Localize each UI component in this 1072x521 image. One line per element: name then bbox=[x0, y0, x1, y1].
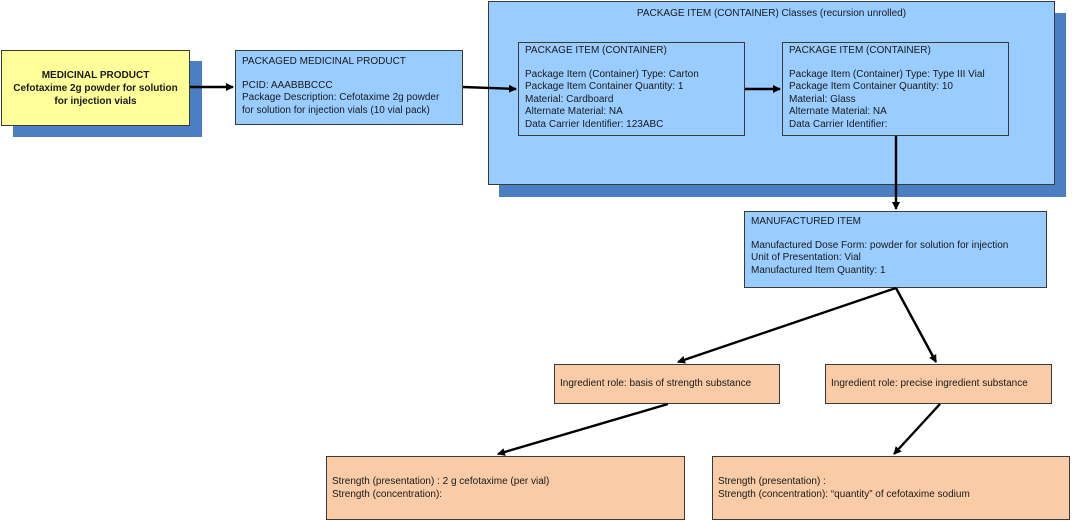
strength-basis-concentration: Strength (concentration): bbox=[332, 488, 443, 500]
package-item-1-material: Material: Cardboard bbox=[525, 93, 614, 105]
ingredient-role-basis-label: Ingredient role: basis of strength subst… bbox=[560, 378, 752, 389]
packaged-product-title: PACKAGED MEDICINAL PRODUCT bbox=[242, 56, 406, 67]
package-item-2-type: Package Item (Container) Type: Type III … bbox=[789, 68, 985, 80]
medicinal-product-title: MEDICINAL PRODUCT bbox=[41, 70, 150, 81]
package-item-1-alt-material: Alternate Material: NA bbox=[525, 106, 623, 117]
package-item-2-alt-material: Alternate Material: NA bbox=[789, 106, 887, 117]
strength-precise-box: Strength (presentation) : Strength (conc… bbox=[712, 456, 1070, 520]
strength-precise-concentration: Strength (concentration): “quantity” of … bbox=[718, 488, 970, 500]
manufactured-item-quantity: Manufactured Item Quantity: 1 bbox=[751, 264, 886, 276]
unit-of-presentation: Unit of Presentation: Vial bbox=[751, 252, 861, 263]
ingredient-role-precise-label: Ingredient role: precise ingredient subs… bbox=[831, 378, 1028, 389]
packaged-medicinal-product-box: PACKAGED MEDICINAL PRODUCT PCID: AAABBBC… bbox=[235, 50, 463, 125]
strength-basis-presentation: Strength (presentation) : 2 g cefotaxime… bbox=[332, 476, 550, 487]
package-item-2-data-carrier: Data Carrier Identifier: bbox=[789, 118, 888, 130]
medicinal-product-name-line1: Cefotaxime 2g powder for solution bbox=[13, 83, 178, 94]
arrow-precise-to-strength bbox=[893, 403, 941, 455]
medicinal-product-box: MEDICINAL PRODUCT Cefotaxime 2g powder f… bbox=[1, 50, 190, 126]
package-item-1-data-carrier: Data Carrier Identifier: 123ABC bbox=[525, 118, 664, 130]
pcid: PCID: AAABBBCCC bbox=[242, 79, 333, 91]
manufactured-dose-form: Manufactured Dose Form: powder for solut… bbox=[751, 239, 1009, 251]
package-item-2-material: Material: Glass bbox=[789, 93, 856, 105]
package-item-container-2: PACKAGE ITEM (CONTAINER) Package Item (C… bbox=[782, 42, 1009, 136]
manufactured-item-title: MANUFACTURED ITEM bbox=[751, 216, 861, 227]
arrow-packaged-to-container bbox=[462, 84, 517, 93]
arrow-manufactured-to-basis bbox=[677, 286, 897, 364]
package-item-1-quantity: Package Item Container Quantity: 1 bbox=[525, 81, 684, 92]
ingredient-role-basis-box: Ingredient role: basis of strength subst… bbox=[554, 364, 780, 404]
package-description-line1: Package Description: Cefotaxime 2g powde… bbox=[242, 92, 440, 103]
strength-basis-box: Strength (presentation) : 2 g cefotaxime… bbox=[326, 456, 685, 520]
container-classes-title: PACKAGE ITEM (CONTAINER) Classes (recurs… bbox=[636, 8, 907, 19]
arrow-manufactured-to-precise bbox=[894, 287, 938, 363]
package-item-2-title: PACKAGE ITEM (CONTAINER) bbox=[789, 45, 931, 56]
ingredient-role-precise-box: Ingredient role: precise ingredient subs… bbox=[825, 364, 1052, 404]
medicinal-product-name-line2: for injection vials bbox=[54, 96, 137, 107]
arrow-basis-to-strength bbox=[497, 402, 669, 456]
package-description-line2: for solution for injection vials (10 via… bbox=[242, 104, 430, 116]
manufactured-item-box: MANUFACTURED ITEM Manufactured Dose Form… bbox=[744, 211, 1047, 288]
package-item-container-1: PACKAGE ITEM (CONTAINER) Package Item (C… bbox=[518, 42, 745, 136]
package-item-1-type: Package Item (Container) Type: Carton bbox=[525, 68, 699, 80]
package-item-2-quantity: Package Item Container Quantity: 10 bbox=[789, 81, 953, 92]
strength-precise-presentation: Strength (presentation) : bbox=[718, 476, 826, 487]
package-item-1-title: PACKAGE ITEM (CONTAINER) bbox=[525, 45, 667, 56]
